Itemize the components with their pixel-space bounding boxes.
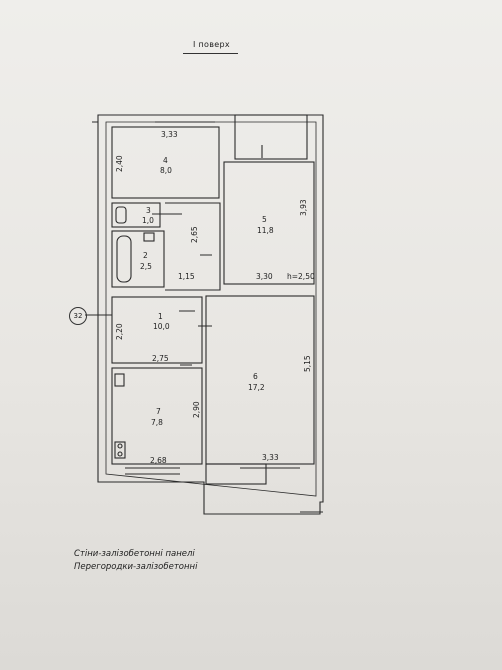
floor-title-underline: [183, 53, 238, 54]
room-3-outline: [111, 202, 161, 228]
balcony-bottom: [205, 463, 267, 485]
room-1-outline: [111, 296, 203, 364]
corridor-outline: [165, 202, 221, 291]
room-1-area: 10,0: [153, 322, 170, 331]
sink-icon: [143, 232, 155, 242]
room-2-id: 2: [143, 251, 148, 260]
room-4-id: 4: [163, 156, 168, 165]
window-room6: [240, 463, 300, 469]
kitchen-sink-icon: [114, 373, 125, 387]
wall-ticks: [92, 121, 323, 513]
stove-icon: [114, 441, 126, 459]
room-7-id: 7: [156, 407, 161, 416]
room-2-outline: [111, 230, 165, 288]
dim-ceiling-height: h=2,50: [287, 272, 315, 281]
floor-title: І поверх: [193, 40, 230, 49]
axis-marker: 32: [69, 307, 87, 325]
room-3-id: 3: [146, 206, 151, 215]
door-ticks: [85, 213, 212, 366]
room-5-id: 5: [262, 215, 267, 224]
dim-room5-width: 3,30: [256, 272, 273, 281]
dim-room7-width: 2,68: [150, 456, 167, 465]
room-6-outline: [205, 295, 315, 465]
dim-room5-height: 3,93: [299, 199, 308, 216]
dim-corridor-width: 1,15: [178, 272, 195, 281]
dim-corridor-height: 2,65: [190, 226, 199, 243]
window-room7: [125, 467, 180, 475]
room-2-area: 2,5: [140, 262, 152, 271]
room-7-area: 7,8: [151, 418, 163, 427]
dim-room7-height: 2,90: [192, 401, 201, 418]
toilet-icon: [115, 206, 127, 224]
dim-room4-width: 3,33: [161, 130, 178, 139]
room-5-outline: [223, 161, 315, 285]
window-room5: [250, 158, 300, 163]
room-3-area: 1,0: [142, 216, 154, 225]
dim-room6-height: 5,15: [303, 355, 312, 372]
dim-hall-height: 2,20: [115, 323, 124, 340]
room-5-area: 11,8: [257, 226, 274, 235]
window-room4: [155, 121, 215, 128]
dim-hall-width: 2,75: [152, 354, 169, 363]
outer-wall-outer: [97, 114, 324, 515]
room-1-id: 1: [158, 312, 163, 321]
outer-wall-inner: [105, 121, 317, 497]
dim-room4-height: 2,40: [115, 155, 124, 172]
room-7-outline: [111, 367, 203, 465]
room-6-area: 17,2: [248, 383, 265, 392]
dim-room6-width: 3,33: [262, 453, 279, 462]
legend-partitions: Перегородки-залізобетонні: [74, 562, 198, 572]
room-4-area: 8,0: [160, 166, 172, 175]
room-6-id: 6: [253, 372, 258, 381]
bathtub-icon: [116, 235, 132, 283]
legend-walls: Стіни-залізобетонні панелі: [74, 549, 195, 559]
